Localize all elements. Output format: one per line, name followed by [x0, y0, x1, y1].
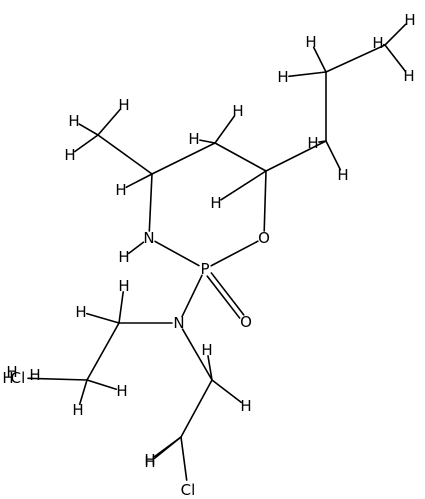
bond-line: [180, 436, 188, 481]
atom-label-h: H: [403, 67, 414, 85]
bond-line: [78, 379, 88, 406]
bond-line: [27, 377, 88, 381]
bond-line: [214, 142, 267, 172]
bond-line: [153, 436, 182, 460]
bond-line: [207, 355, 213, 381]
bond-line: [148, 173, 153, 232]
atom-label-h: H: [307, 134, 318, 152]
atom-label-h: H: [29, 366, 40, 384]
atom-label-h: H: [305, 33, 316, 51]
atom-label-h: H: [72, 401, 83, 419]
bond-line: [211, 379, 243, 404]
bond-line: [97, 134, 153, 175]
atom-label-h: H: [116, 382, 127, 400]
atom-label-h: H: [68, 112, 79, 130]
bond-layer: [27, 23, 407, 481]
atom-label-h: H: [75, 303, 86, 321]
atom-label-cl: Cl: [181, 481, 196, 499]
bond-line: [118, 291, 124, 324]
atom-label-h: H: [232, 102, 243, 120]
atom-label-h: H: [6, 363, 17, 381]
bond-line: [220, 170, 267, 201]
atom-label-h: H: [404, 11, 415, 29]
double-bond-line: [206, 275, 241, 319]
atom-label-h: H: [118, 96, 129, 114]
bond-line: [288, 71, 327, 78]
atom-label-h: H: [240, 397, 251, 415]
bond-line: [325, 140, 342, 171]
bond-line: [199, 139, 216, 144]
atom-label-h: H: [64, 146, 75, 164]
atom-label-h: H: [201, 341, 212, 359]
atom-label-n: N: [143, 229, 154, 247]
atom-label-h: H: [372, 34, 383, 52]
bond-line: [210, 240, 259, 267]
atom-label-n: N: [173, 314, 184, 332]
atom-label-o: O: [258, 229, 270, 247]
bond-line: [86, 322, 120, 381]
bond-line: [180, 379, 213, 438]
bond-line: [78, 123, 99, 136]
bond-line: [85, 312, 120, 324]
double-bond-line: [210, 272, 245, 316]
atom-label-h: H: [210, 194, 221, 212]
bond-line: [265, 140, 327, 172]
atom-label-h: H: [277, 68, 288, 86]
atom-label-cl: Cl: [11, 369, 26, 387]
atom-label-h: H: [144, 451, 155, 469]
bond-line: [384, 23, 407, 46]
atom-label-h: H: [118, 248, 129, 266]
atom-label-h: H: [115, 181, 126, 199]
bond-line: [151, 142, 216, 175]
bond-line: [312, 46, 327, 73]
atom-label-h: H: [337, 166, 348, 184]
atom-label-p: P: [200, 260, 209, 278]
bond-line: [154, 240, 200, 267]
atom-label-h: H: [118, 277, 129, 295]
atom-label-o: O: [240, 313, 252, 331]
bond-line: [74, 134, 99, 153]
bond-line: [181, 328, 213, 381]
bond-line: [97, 108, 121, 136]
atom-label-h: H: [2, 369, 13, 387]
bond-line: [86, 379, 118, 391]
atom-label-h: H: [144, 453, 155, 471]
bond-line: [127, 241, 145, 255]
bond-line: [181, 274, 203, 318]
bond-line: [263, 170, 267, 232]
bond-line: [325, 44, 386, 73]
atom-label-h: H: [188, 130, 199, 148]
bond-line: [214, 115, 236, 144]
bond-line: [125, 173, 153, 189]
bond-line: [384, 44, 407, 73]
